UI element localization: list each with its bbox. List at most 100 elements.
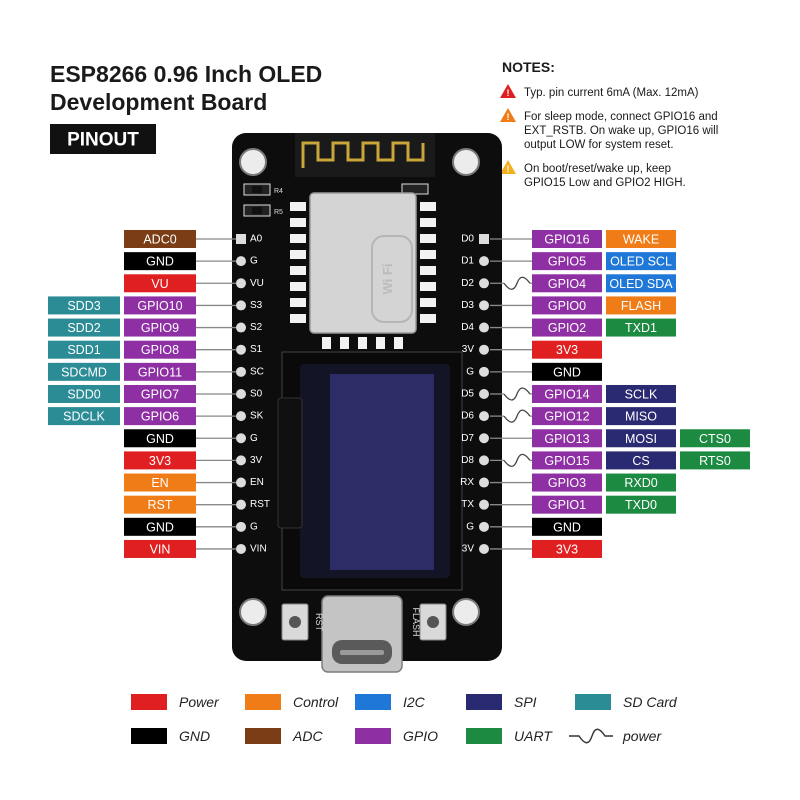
left-pin-name: 3V (250, 455, 263, 466)
legend-label-gpio: GPIO (403, 728, 438, 744)
pin-label-oled-sda: OLED SDA (606, 274, 676, 293)
note-line: output LOW for system reset. (524, 139, 674, 151)
pin-label-rxd0: RXD0 (606, 473, 676, 492)
pin-label-text: GPIO1 (548, 498, 586, 512)
pin-label-text: GPIO7 (141, 387, 179, 401)
pin-label-text: SDD2 (67, 321, 100, 335)
right-pin-name: D3 (461, 300, 474, 311)
pin-label-gpio6: GPIO6 (124, 407, 196, 426)
gpio-label-box (124, 407, 196, 426)
pin-label-text: FLASH (621, 299, 661, 313)
spi-label-box (606, 407, 676, 426)
pin-pad (236, 344, 246, 355)
pwm-wave-icon (503, 409, 531, 423)
pin-pad (236, 388, 246, 399)
pin-pad (236, 256, 246, 267)
pin-label-text: CTS0 (699, 432, 731, 446)
pin-label-gpio8: GPIO8 (124, 340, 196, 359)
left-pin-name: SK (250, 411, 264, 422)
pwm-wave-icon (503, 387, 531, 401)
pin-label-text: GPIO14 (544, 387, 589, 401)
pin-label-rst: RST (124, 495, 196, 514)
pwm-wave-icon (503, 453, 531, 468)
sd-card-label-box (48, 362, 120, 381)
sd-card-label-box (48, 407, 120, 426)
mounting-hole (239, 598, 267, 626)
gnd-label-box (124, 252, 196, 271)
mounting-hole (239, 148, 267, 176)
note-line: On boot/reset/wake up, keep (524, 163, 671, 175)
spi-label-box (606, 429, 676, 448)
pin-label-oled-scl: OLED SCL (606, 252, 676, 271)
pin-label-gpio9: GPIO9 (124, 318, 196, 337)
control-label-box (606, 296, 676, 315)
pin-pad (479, 455, 489, 466)
pin-pad (479, 300, 489, 311)
left-pin-name: G (250, 433, 258, 444)
pin-pad (236, 300, 246, 311)
left-pin-name: VIN (250, 543, 267, 554)
rst-button-cap[interactable] (289, 616, 301, 628)
legend-label-i2c: I2C (403, 694, 426, 710)
yellow-warning-icon (500, 160, 516, 174)
pin-label-text: 3V3 (556, 542, 578, 556)
title-line-1: ESP8266 0.96 Inch OLED (50, 61, 322, 87)
antenna-trace (301, 141, 425, 168)
pin-label-text: GPIO9 (141, 321, 179, 335)
pin-label-text: OLED SCL (610, 255, 672, 269)
gpio-label-box (532, 495, 602, 514)
pin-pad (236, 411, 246, 422)
silk-r5: R5 (274, 209, 283, 216)
pin-label-gnd: GND (124, 252, 196, 271)
pin-pad (236, 455, 246, 466)
left-pin-name: S0 (250, 388, 263, 399)
left-pin-name: G (250, 521, 258, 532)
legend-swatch-sd-card (575, 694, 611, 710)
legend-label-sd-card: SD Card (623, 694, 678, 710)
pin-label-en: EN (124, 473, 196, 492)
silk-flash: FLASH (411, 607, 421, 636)
pin-pad (479, 256, 489, 267)
pin-label-text: SDD1 (67, 343, 100, 357)
pin-label-text: SCLK (625, 387, 658, 401)
pin-pad (236, 477, 246, 488)
uart-label-box (680, 429, 750, 448)
pin-label-vin: VIN (124, 539, 196, 558)
uart-label-box (606, 318, 676, 337)
pin-label-gpio11: GPIO11 (124, 362, 196, 381)
pin-label-wake: WAKE (606, 230, 676, 248)
pin-label-gpio16: GPIO16 (532, 230, 602, 248)
pin-label-cts0: CTS0 (680, 429, 750, 448)
pin-pad (236, 543, 246, 554)
warning-mark: ! (507, 164, 510, 174)
right-pin-name: G (466, 521, 474, 532)
gpio-label-box (532, 473, 602, 492)
pin-label-sclk: SCLK (606, 384, 676, 403)
pin-label-cs: CS (606, 451, 676, 470)
power-label-box (124, 451, 196, 470)
module-pad (420, 250, 436, 259)
pin-label-vu: VU (124, 274, 196, 293)
legend-swatch-gpio (355, 728, 391, 744)
right-pin-name: 3V (462, 543, 475, 554)
pin-label-adc0: ADC0 (124, 230, 196, 248)
right-pin-name: D8 (461, 455, 474, 466)
pin-label-gpio12: GPIO12 (532, 407, 602, 426)
pin-pad (479, 322, 489, 333)
left-pin-name: SC (250, 366, 264, 377)
pin-label-gpio10: GPIO10 (124, 296, 196, 315)
pin-label-text: GPIO10 (137, 299, 182, 313)
pin-label-gpio3: GPIO3 (532, 473, 602, 492)
pin-label-text: SDCLK (63, 410, 105, 424)
pin-label-text: RXD0 (624, 476, 657, 490)
pin-pad (479, 366, 489, 377)
pin-label-gpio13: GPIO13 (532, 429, 602, 448)
resistor-r4-body (252, 186, 262, 193)
legend-swatch-spi (466, 694, 502, 710)
module-pad (420, 298, 436, 307)
pin-label-sdd3: SDD3 (48, 296, 120, 315)
control-label-box (606, 230, 676, 248)
flash-button-cap[interactable] (427, 616, 439, 628)
pin-label-3v3: 3V3 (124, 451, 196, 470)
